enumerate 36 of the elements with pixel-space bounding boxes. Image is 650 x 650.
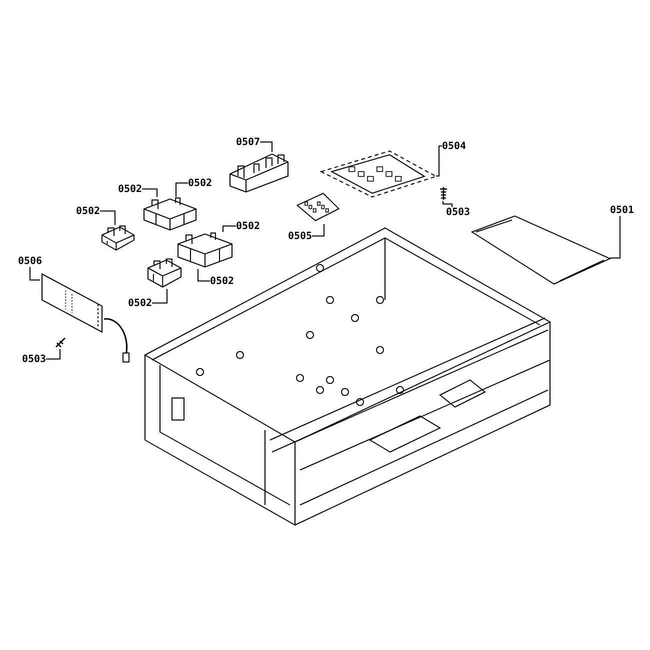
leader-line xyxy=(610,216,620,258)
terminal-block-drawing xyxy=(176,232,234,269)
leader-line xyxy=(30,266,40,280)
leader-line xyxy=(100,210,116,226)
callout-number: 0504 xyxy=(442,141,466,152)
circuit-board-drawing xyxy=(40,272,104,334)
callout-number: 0505 xyxy=(288,231,312,242)
terminal-block-drawing xyxy=(100,225,136,252)
callout-number: 0502 xyxy=(188,178,212,189)
cover-plate-drawing xyxy=(470,214,610,286)
callout-number: 0502 xyxy=(236,221,260,232)
leader-line xyxy=(142,188,158,198)
leader-line xyxy=(312,224,324,236)
callout-number: 0502 xyxy=(210,276,234,287)
screw-drawing xyxy=(54,336,67,349)
callout-number: 0503 xyxy=(446,207,470,218)
callout-number: 0502 xyxy=(128,298,152,309)
terminal-block-drawing xyxy=(142,197,198,232)
callout-number: 0502 xyxy=(118,184,142,195)
terminal-block-drawing xyxy=(146,258,183,289)
leader-line xyxy=(260,142,272,152)
callout-number: 0503 xyxy=(22,354,46,365)
circuit-board-drawing xyxy=(320,150,436,198)
bracket-drawing xyxy=(228,152,290,194)
leader-line xyxy=(152,288,168,304)
screw-drawing xyxy=(439,186,448,201)
leader-line xyxy=(46,348,60,360)
leader-line xyxy=(198,268,210,282)
leader-line xyxy=(222,226,236,232)
callout-number: 0501 xyxy=(610,205,634,216)
callout-number: 0507 xyxy=(236,137,260,148)
callout-number: 0506 xyxy=(18,256,42,267)
leader-line xyxy=(176,182,188,198)
leader-line xyxy=(436,146,442,176)
callout-number: 0502 xyxy=(76,206,100,217)
leader-line xyxy=(442,200,452,208)
